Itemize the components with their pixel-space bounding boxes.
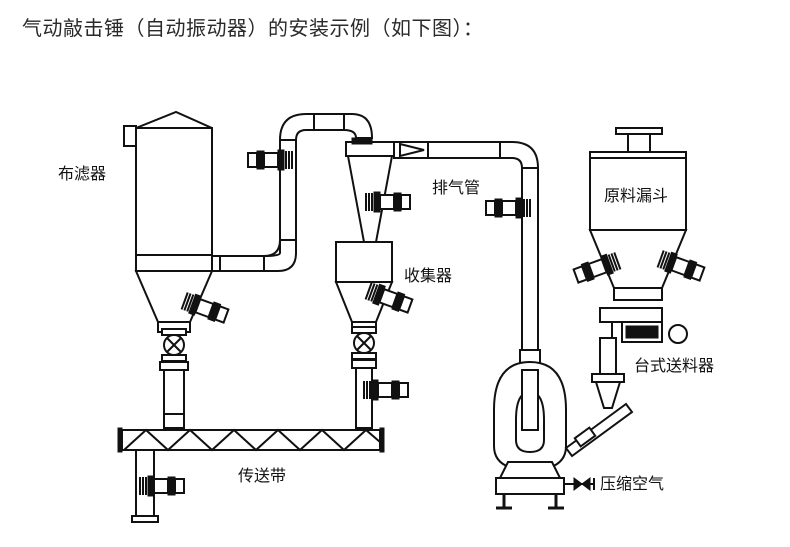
label-table-feeder: 台式送料器 bbox=[634, 356, 715, 375]
label-conveyor: 传送带 bbox=[238, 466, 287, 485]
label-exhaust: 排气管 bbox=[432, 178, 481, 197]
hammer-5 bbox=[363, 379, 409, 401]
hopper bbox=[588, 127, 688, 409]
page-title: 气动敲击锤（自动振动器）的安装示例（如下图）： bbox=[22, 16, 484, 40]
hammer-1 bbox=[247, 149, 293, 171]
hammer-9 bbox=[139, 475, 185, 497]
bag-filter bbox=[123, 110, 221, 429]
label-air: 压缩空气 bbox=[600, 474, 665, 493]
hammer-3 bbox=[365, 191, 411, 213]
label-hopper: 原料漏斗 bbox=[604, 186, 669, 205]
label-filter: 布滤器 bbox=[58, 164, 107, 183]
filter-duct bbox=[219, 113, 374, 272]
label-collector: 收集器 bbox=[404, 266, 453, 285]
pneumatic-loop bbox=[493, 349, 634, 510]
hammer-6 bbox=[485, 197, 531, 219]
